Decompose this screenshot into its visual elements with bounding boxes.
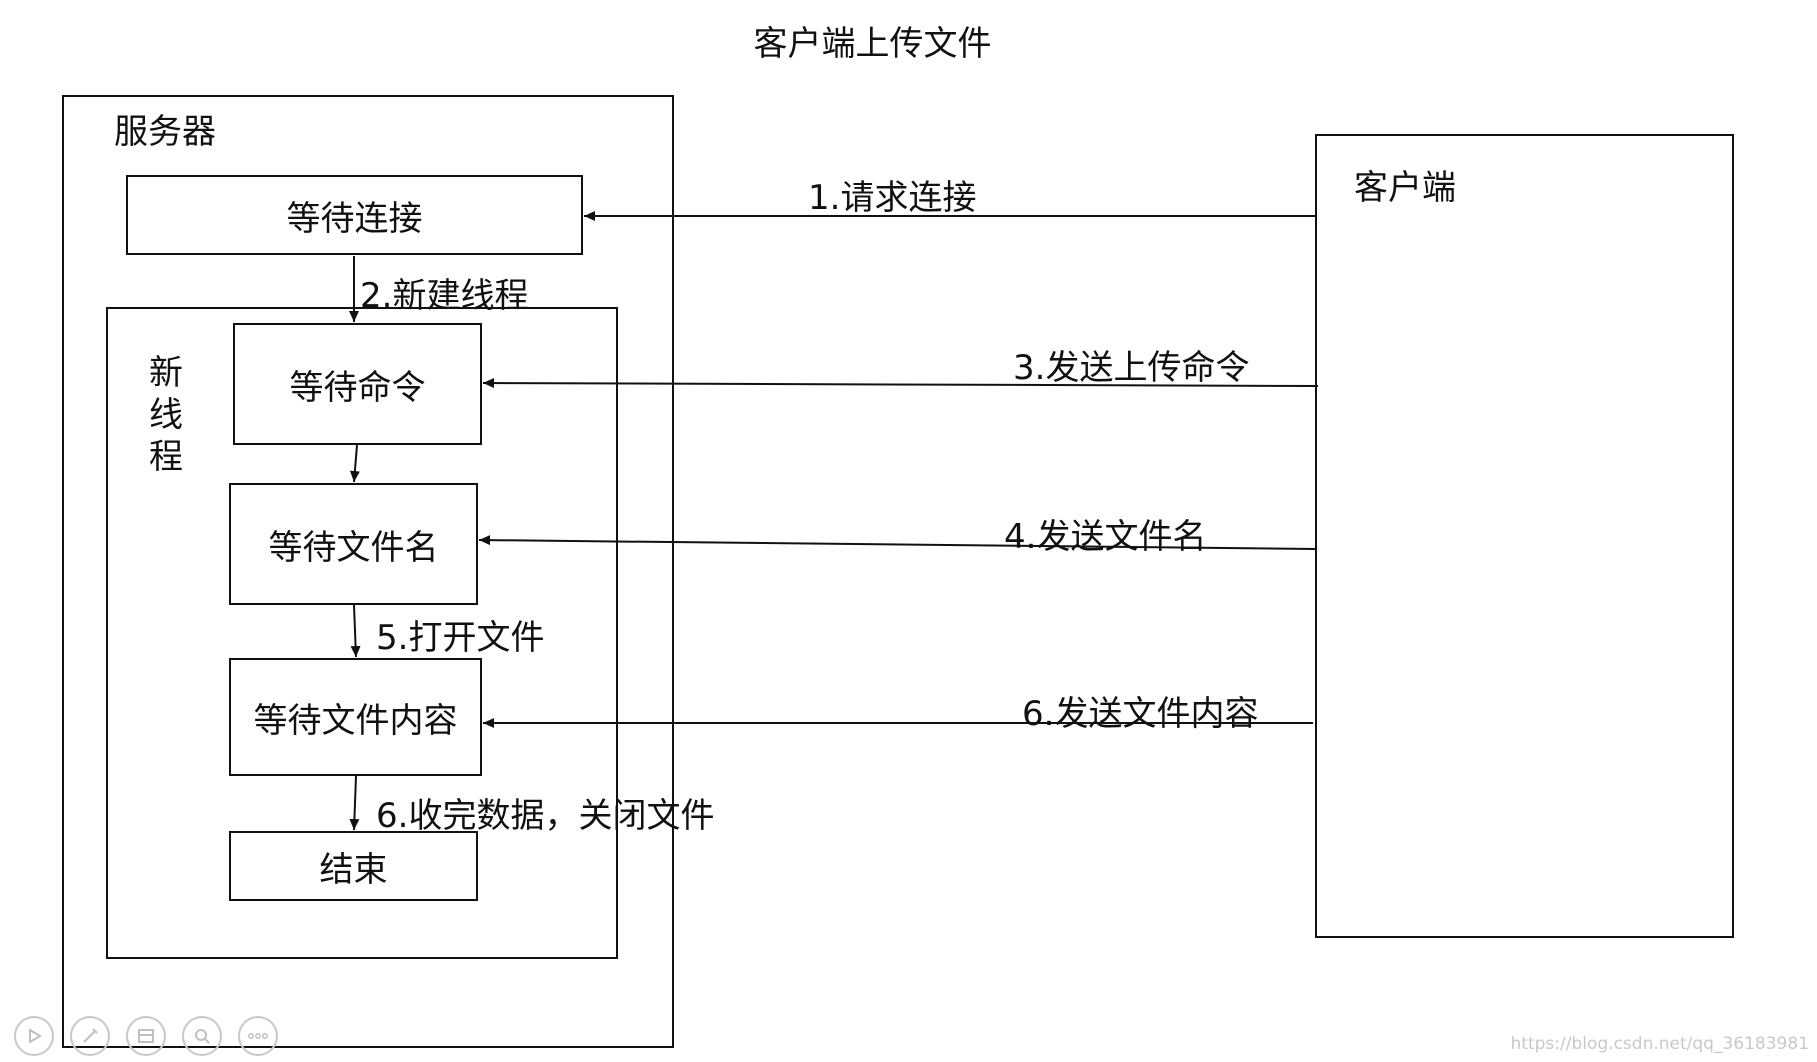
wait-filename-box	[229, 483, 478, 605]
slides-icon[interactable]	[126, 1016, 166, 1056]
pen-icon[interactable]	[70, 1016, 110, 1056]
arrow-send-upload-cmd	[482, 378, 1319, 389]
watermark: https://blog.csdn.net/qq_36183981	[1510, 1034, 1809, 1054]
server-label: 服务器	[114, 112, 216, 152]
wait-content-box	[229, 658, 482, 776]
diagram-title: 客户端上传文件	[753, 24, 992, 64]
client-label: 客户端	[1354, 168, 1456, 208]
server-box	[62, 95, 674, 1048]
step-6b-label: 6.收完数据，关闭文件	[376, 796, 715, 836]
thread-box	[106, 307, 618, 959]
end-text: 结束	[319, 849, 388, 890]
client-box	[1315, 134, 1734, 938]
step-3-label: 3.发送上传命令	[1013, 348, 1250, 388]
wait-command-text: 等待命令	[289, 367, 426, 408]
arrow-close-file	[349, 775, 360, 831]
slideshow-toolbar	[14, 1016, 314, 1062]
end-box	[229, 831, 478, 901]
wait-content-text: 等待文件内容	[253, 700, 458, 741]
wait-filename-text: 等待文件名	[268, 527, 439, 568]
step-5-label: 5.打开文件	[376, 618, 545, 658]
play-icon[interactable]	[14, 1016, 54, 1056]
step-4-label: 4.发送文件名	[1004, 517, 1207, 557]
arrow-send-filename	[478, 535, 1316, 550]
wait-connect-box	[126, 175, 583, 255]
arrow-open-file	[350, 604, 361, 658]
thread-label: 新线程	[149, 353, 183, 477]
wait-connect-text: 等待连接	[286, 198, 423, 239]
step-2-label: 2.新建线程	[360, 276, 529, 316]
zoom-icon[interactable]	[182, 1016, 222, 1056]
more-icon[interactable]	[238, 1016, 278, 1056]
step-1-label: 1.请求连接	[808, 178, 977, 218]
arrow-cmd-to-filename	[349, 444, 360, 483]
wait-command-box	[233, 323, 482, 445]
step-6a-label: 6.发送文件内容	[1022, 694, 1259, 734]
